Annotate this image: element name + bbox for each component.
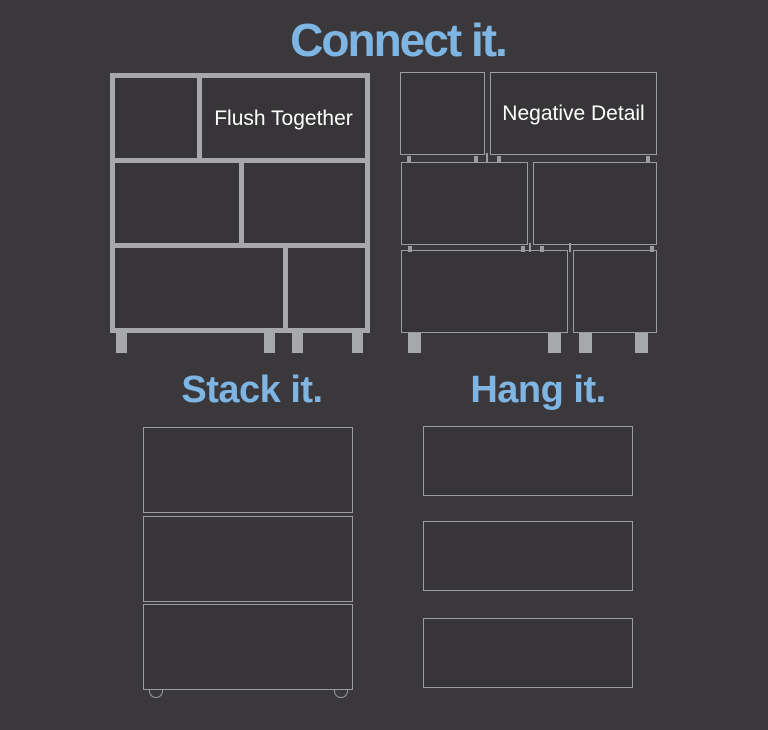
shelf-cell [115, 163, 239, 243]
module-box [533, 162, 657, 245]
spacer-foot [497, 156, 501, 162]
flush-together-cabinet: Flush Together [110, 73, 370, 353]
spacer-foot [407, 156, 411, 162]
module-box [401, 162, 528, 245]
module-box [423, 521, 633, 591]
furniture-leg [292, 333, 303, 353]
furniture-leg [264, 333, 275, 353]
cabinet-row [115, 163, 365, 243]
negative-detail-cabinet: Negative Detail [400, 72, 657, 353]
negative-detail-label: Negative Detail [502, 102, 645, 125]
shelf-cell [115, 78, 197, 158]
module-box [401, 250, 568, 333]
connect-it-heading: Connect it. [290, 14, 508, 66]
spacer-foot [474, 156, 478, 162]
module-box [423, 426, 633, 496]
connector-stub [486, 153, 488, 162]
hanging-cabinet [423, 426, 633, 688]
module-box [143, 427, 353, 513]
module-box [400, 72, 485, 155]
furniture-leg [635, 333, 648, 353]
furniture-leg [116, 333, 127, 353]
connector-stub [529, 243, 531, 252]
shelf-cell [115, 248, 283, 328]
flush-together-label: Flush Together [214, 106, 353, 130]
module-box [143, 516, 353, 602]
shelf-cell [244, 163, 365, 243]
furniture-leg [579, 333, 592, 353]
stacked-cabinet [143, 427, 353, 698]
module-box [143, 604, 353, 690]
connector-stub [569, 243, 571, 252]
caster-wheel-icon [149, 690, 163, 698]
stack-it-heading: Stack it. [181, 369, 323, 411]
module-box: Negative Detail [490, 72, 657, 155]
cabinet-row [115, 248, 365, 328]
spacer-foot [521, 246, 525, 252]
furniture-leg [352, 333, 363, 353]
module-box [573, 250, 657, 333]
spacer-foot [540, 246, 544, 252]
furniture-leg [408, 333, 421, 353]
hang-it-heading: Hang it. [470, 369, 606, 411]
spacer-foot [650, 246, 654, 252]
spacer-foot [408, 246, 412, 252]
furniture-leg [548, 333, 561, 353]
spacer-foot [646, 156, 650, 162]
caster-wheel-icon [334, 690, 348, 698]
module-box [423, 618, 633, 688]
cabinet-row: Flush Together [115, 78, 365, 158]
shelf-cell [288, 248, 365, 328]
shelf-cell: Flush Together [202, 78, 365, 158]
